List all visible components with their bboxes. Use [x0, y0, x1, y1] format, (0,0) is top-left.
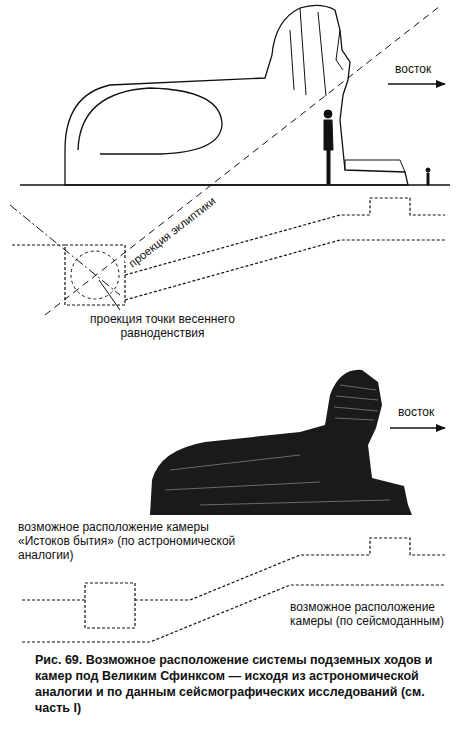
sphinx-photo [150, 370, 412, 515]
figure-head [426, 168, 430, 172]
equinox-circle [71, 251, 119, 299]
east-arrow [390, 427, 445, 428]
headdress-lines [290, 8, 326, 96]
stone-texture [165, 385, 390, 505]
equinox-label: проекция точки весеннего равноденствия [85, 312, 240, 340]
tunnel-line [125, 240, 445, 300]
sphinx-outline [65, 5, 408, 185]
paws [345, 160, 405, 172]
human-figure-small [426, 168, 430, 185]
ecliptic-line [45, 6, 440, 315]
face-line [336, 30, 343, 70]
chamber-outline [85, 583, 135, 628]
sphinx-body [65, 5, 408, 185]
figure-body [324, 120, 333, 184]
east-arrow [388, 83, 445, 84]
direction-label: восток [398, 405, 456, 419]
chamber-label: возможное расположение камеры (по сейсмо… [290, 600, 450, 628]
sphinx-haunch [78, 88, 222, 154]
human-figure [324, 110, 333, 184]
ground-line [20, 184, 450, 185]
chamber-outline [65, 245, 125, 305]
figure-body [427, 173, 429, 185]
direction-label: восток [395, 62, 455, 76]
ecliptic-label: проекция эклиптики [124, 192, 220, 271]
tunnel-line [12, 244, 65, 245]
tunnel-line [22, 599, 85, 600]
sphinx-silhouette [150, 370, 412, 515]
figure-head [324, 110, 332, 118]
chamber-label: возможное расположение камеры «Истоков б… [18, 520, 263, 562]
figure-caption: Рис. 69. Возможное расположение системы … [35, 652, 450, 716]
tunnel-system [12, 198, 445, 305]
